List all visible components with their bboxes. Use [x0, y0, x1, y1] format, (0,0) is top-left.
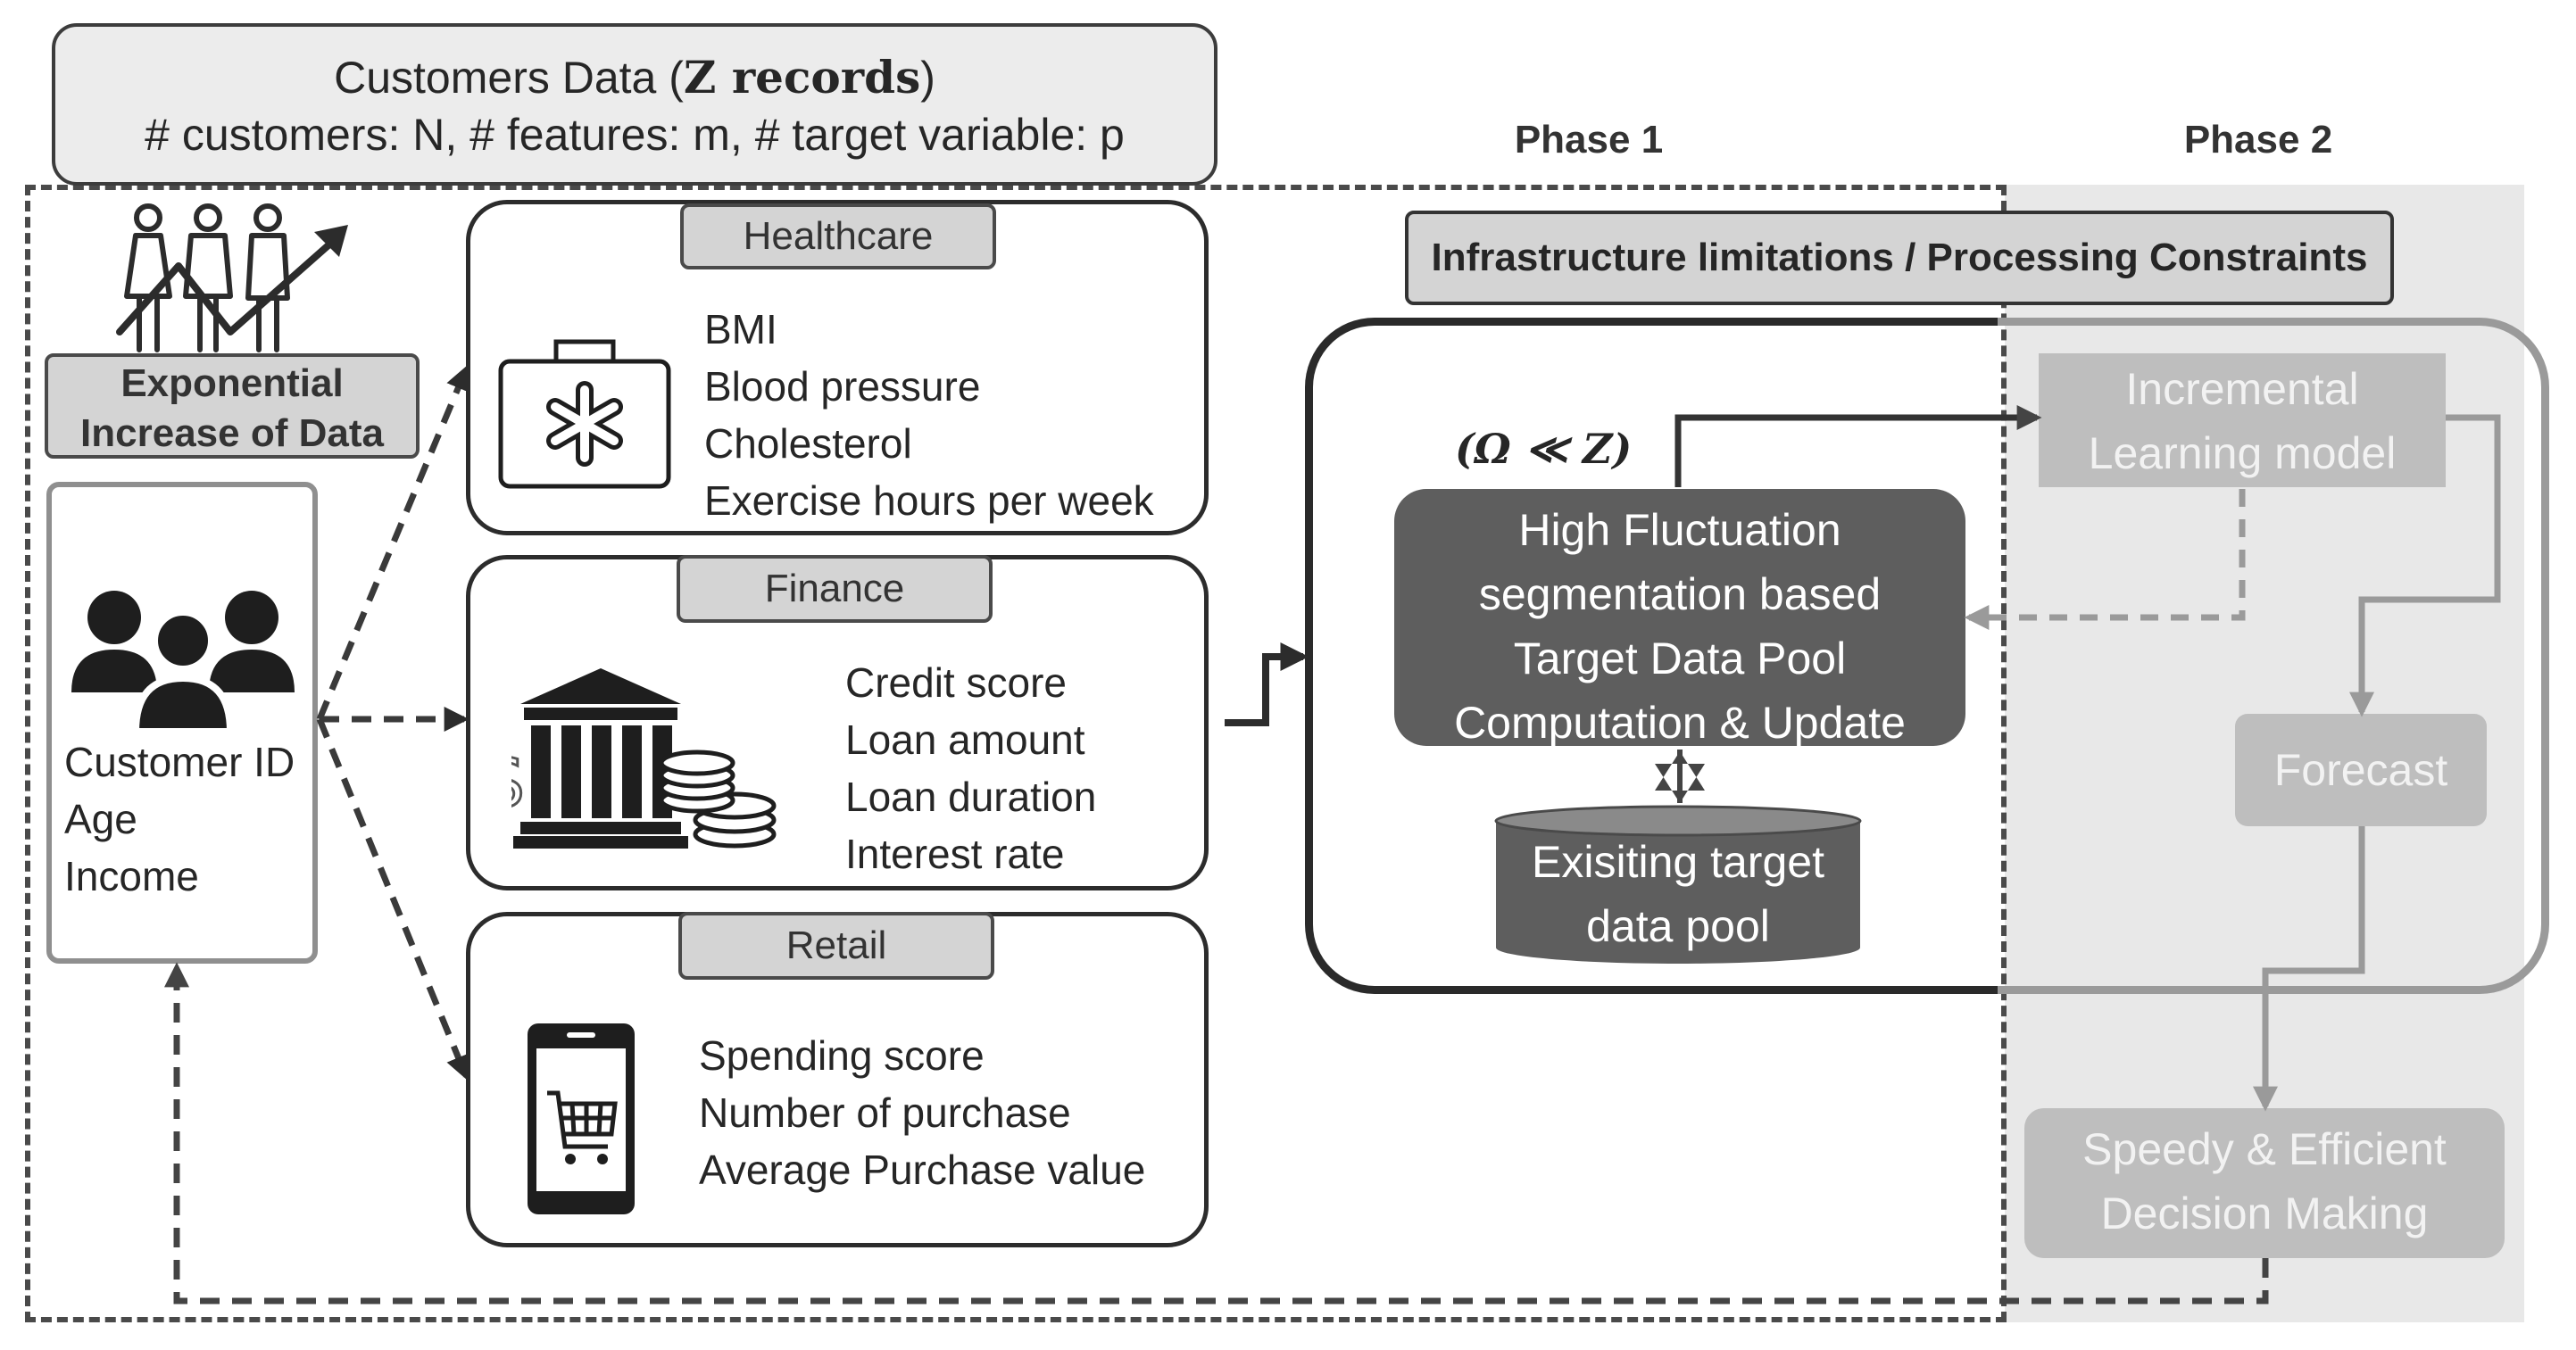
bidirectional-star-icon [1655, 751, 1705, 803]
decision-line-1: Speedy & Efficient [2082, 1124, 2447, 1174]
attr-loan-duration: Loan duration [845, 774, 1097, 820]
svg-text:$: $ [511, 734, 528, 826]
growth-line-2: Increase of Data [80, 411, 384, 455]
arrow-to-decision [2253, 826, 2365, 1112]
attr-spending-score: Spending score [699, 1032, 985, 1079]
phase2-processing-frame [1998, 318, 2549, 994]
arrow-to-processing [1225, 642, 1309, 726]
exponential-increase-label: Exponential Increase of Data [45, 353, 420, 459]
phase1-frame [25, 185, 2007, 1322]
arrow-to-forecast [2349, 414, 2501, 717]
process-line-3: Target Data Pool [1513, 634, 1847, 683]
growth-line-1: Exponential [120, 361, 344, 405]
process-line-4: Computation & Update [1454, 698, 1906, 748]
header-prefix: Customers Data ( [334, 53, 684, 103]
attr-loan-amount: Loan amount [845, 716, 1085, 763]
attr-interest-rate: Interest rate [845, 831, 1065, 877]
retail-attributes: Spending score Number of purchase Averag… [699, 1027, 1208, 1198]
data-pool-cylinder-icon [1494, 805, 1862, 964]
arrow-to-incremental-model [1674, 405, 2042, 487]
retail-tag: Retail [678, 912, 994, 980]
customer-id-field: Customer ID [64, 739, 295, 785]
mobile-shopping-icon [528, 1023, 635, 1214]
customers-data-header: Customers Data (Z records) # customers: … [52, 23, 1217, 186]
pool-line-1: Exisiting target [1532, 837, 1824, 887]
customer-box: Customer ID Age Income [46, 482, 318, 964]
attr-cholesterol: Cholesterol [704, 420, 912, 467]
attr-exercise-hours: Exercise hours per week [704, 477, 1154, 524]
finance-box: $ Credit score Loan amount Loan duration… [466, 555, 1209, 890]
phase1-label: Phase 1 [1514, 118, 1664, 162]
attr-average-purchase-value: Average Purchase value [699, 1147, 1146, 1193]
arrow-to-retail [316, 717, 470, 1081]
forecast-box: Forecast [2235, 714, 2487, 826]
attr-number-of-purchase: Number of purchase [699, 1089, 1071, 1136]
header-line-1: Customers Data (Z records) [55, 50, 1214, 105]
people-growth-icon [116, 203, 348, 352]
attr-credit-score: Credit score [845, 659, 1067, 706]
phase1-processing-frame [1305, 318, 2019, 994]
healthcare-tag: Healthcare [680, 203, 996, 269]
data-pool-label: Exisiting target data pool [1496, 830, 1860, 958]
users-group-icon [71, 591, 295, 735]
feedback-arrow-to-pool [1964, 489, 2246, 630]
attr-bmi: BMI [704, 306, 777, 352]
healthcare-attributes: BMI Blood pressure Cholesterol Exercise … [704, 301, 1204, 529]
finance-tag: Finance [677, 555, 993, 623]
customer-fields: Customer ID Age Income [64, 733, 323, 905]
header-suffix: ) [920, 53, 935, 103]
high-fluctuation-box: High Fluctuation segmentation based Targ… [1394, 489, 1965, 748]
header-records: Z records [683, 51, 921, 104]
phase2-label: Phase 2 [2183, 118, 2333, 162]
decision-making-box: Speedy & Efficient Decision Making [2024, 1108, 2505, 1258]
medical-kit-icon [498, 339, 671, 489]
pool-line-2: data pool [1586, 901, 1770, 951]
finance-attributes: Credit score Loan amount Loan duration I… [845, 654, 1202, 882]
bank-icon: $ [511, 668, 777, 849]
process-line-2: segmentation based [1478, 569, 1882, 619]
age-field: Age [64, 796, 137, 842]
incremental-learning-model-box: Incremental Learning model [2039, 353, 2446, 487]
header-line-2: # customers: N, # features: m, # target … [145, 110, 1125, 160]
infrastructure-constraints-label: Infrastructure limitations / Processing … [1405, 211, 2394, 305]
omega-annotation: (Ω ≪ Z) [1455, 425, 1633, 473]
decision-line-2: Decision Making [2100, 1188, 2429, 1238]
income-field: Income [64, 853, 199, 899]
arrow-to-healthcare [316, 364, 470, 721]
model-line-1: Incremental [2125, 364, 2359, 414]
model-line-2: Learning model [2088, 428, 2397, 478]
process-line-1: High Fluctuation [1518, 505, 1841, 555]
attr-blood-pressure: Blood pressure [704, 363, 981, 410]
feedback-loop-arrow [164, 962, 2269, 1304]
